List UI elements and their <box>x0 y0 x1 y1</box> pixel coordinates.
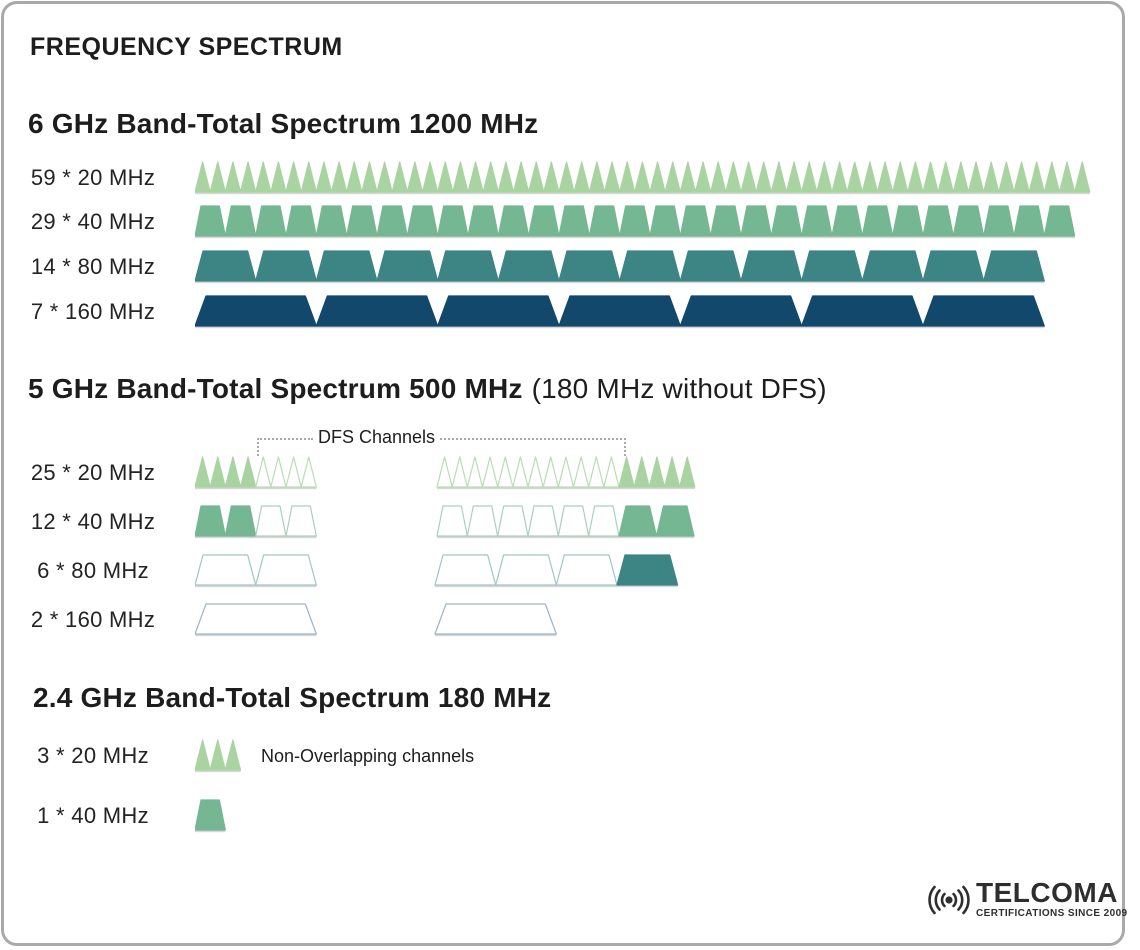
band-5ghz-heading-note: (180 MHz without DFS) <box>531 373 827 404</box>
channel-shapes <box>195 205 1077 239</box>
channel-shapes <box>195 799 228 833</box>
telcoma-logo: TELCOMA CERTIFICATIONS SINCE 2009 <box>926 877 1128 922</box>
row-label: 3 * 20 MHz <box>37 743 149 768</box>
dfs-label: DFS Channels <box>318 427 436 447</box>
dfs-bracket-line <box>440 438 626 440</box>
channel-row-5ghz-80mhz: 6 * 80 MHz <box>8 554 680 588</box>
channel-shapes <box>195 554 680 588</box>
row-label: 29 * 40 MHz <box>30 209 156 234</box>
channel-row-6ghz-20mhz: 59 * 20 MHz <box>8 161 1092 195</box>
non-overlapping-note: Non-Overlapping channels <box>261 746 475 766</box>
channel-row-24ghz-20mhz: 3 * 20 MHz Non-Overlapping channels <box>8 739 474 773</box>
row-label: 7 * 160 MHz <box>30 299 156 324</box>
radio-waves-icon <box>926 883 972 922</box>
channel-shapes <box>195 505 696 539</box>
channel-shapes <box>195 739 243 773</box>
band-24ghz-heading: 2.4 GHz Band-Total Spectrum 180 MHz <box>33 682 551 714</box>
channel-row-6ghz-40mhz: 29 * 40 MHz <box>8 205 1077 239</box>
channel-shapes <box>195 295 1047 329</box>
band-5ghz-heading: 5 GHz Band-Total Spectrum 500 MHz (180 MH… <box>28 373 827 405</box>
band-6ghz-heading-text: 6 GHz Band-Total Spectrum 1200 MHz <box>28 108 539 139</box>
band-5ghz-heading-text: 5 GHz Band-Total Spectrum 500 MHz <box>28 373 523 404</box>
channel-row-5ghz-160mhz: 2 * 160 MHz <box>8 603 559 637</box>
row-label: 59 * 20 MHz <box>30 165 156 190</box>
channel-row-24ghz-40mhz: 1 * 40 MHz <box>8 799 228 833</box>
channel-shapes <box>195 250 1047 284</box>
channel-row-5ghz-40mhz: 12 * 40 MHz <box>8 505 696 539</box>
row-label: 2 * 160 MHz <box>30 607 156 632</box>
channel-row-6ghz-160mhz: 7 * 160 MHz <box>8 295 1047 329</box>
channel-row-6ghz-80mhz: 14 * 80 MHz <box>8 250 1047 284</box>
row-label: 1 * 40 MHz <box>37 803 149 828</box>
row-label: 6 * 80 MHz <box>37 558 149 583</box>
band-6ghz-heading: 6 GHz Band-Total Spectrum 1200 MHz <box>28 108 538 140</box>
logo-tagline: CERTIFICATIONS SINCE 2009 <box>976 908 1128 919</box>
row-label: 14 * 80 MHz <box>30 254 156 279</box>
channel-row-5ghz-20mhz: 25 * 20 MHz <box>8 456 697 490</box>
dfs-bracket-line <box>257 438 313 440</box>
dfs-bracket: DFS Channels <box>257 427 626 457</box>
channel-shapes <box>195 456 697 490</box>
channel-shapes <box>195 161 1092 195</box>
dfs-bracket-left-tick <box>257 438 259 456</box>
channel-shapes <box>195 603 559 637</box>
band-24ghz-heading-text: 2.4 GHz Band-Total Spectrum 180 MHz <box>33 682 552 713</box>
dfs-bracket-right-tick <box>624 438 626 456</box>
page-title: FREQUENCY SPECTRUM <box>30 33 343 61</box>
row-label: 25 * 20 MHz <box>30 460 156 485</box>
row-label: 12 * 40 MHz <box>30 509 156 534</box>
logo-name: TELCOMA <box>976 877 1118 908</box>
